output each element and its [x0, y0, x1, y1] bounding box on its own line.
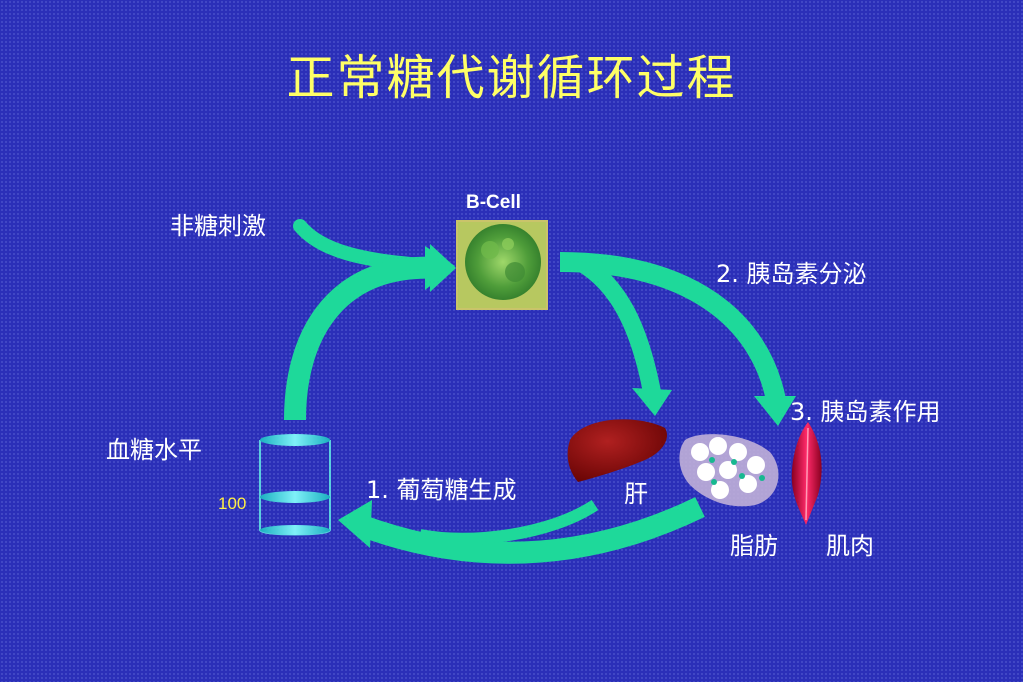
- fat-tissue-icon: [679, 434, 779, 507]
- b-cell-label: B-Cell: [466, 192, 521, 213]
- fat-label: 脂肪: [730, 532, 778, 560]
- gluconeogenesis-label: 1. 葡萄糖生成: [366, 476, 517, 504]
- liver-icon: [567, 419, 668, 482]
- liver-label: 肝: [624, 480, 648, 508]
- b-cell-image: [456, 220, 548, 310]
- secretion-to-muscle-arrowhead: [754, 396, 796, 426]
- liver-to-blood-inner-arrow: [418, 499, 599, 545]
- secretion-to-liver-arrowhead: [632, 388, 672, 416]
- blood-to-cell-arrowhead: [430, 244, 456, 292]
- blood-sugar-label: 血糖水平: [106, 436, 202, 464]
- insulin-action-label: 3. 胰岛素作用: [790, 398, 941, 426]
- blood-to-cell-arrow: [284, 256, 441, 421]
- muscle-icon: [791, 422, 822, 525]
- blood-sugar-value: 100: [218, 494, 247, 513]
- insulin-secretion-label: 2. 胰岛素分泌: [716, 260, 867, 288]
- secretion-to-muscle-arrow: [559, 252, 786, 403]
- non-sugar-stimulus-label: 非糖刺激: [170, 212, 266, 240]
- liver-to-blood-arrowhead: [338, 500, 372, 548]
- muscle-label: 肌肉: [826, 532, 874, 560]
- page-title: 正常糖代谢循环过程: [286, 50, 737, 106]
- secretion-to-liver-arrow: [575, 254, 661, 394]
- liver-to-blood-arrow: [356, 497, 705, 564]
- beaker-icon: [259, 434, 331, 536]
